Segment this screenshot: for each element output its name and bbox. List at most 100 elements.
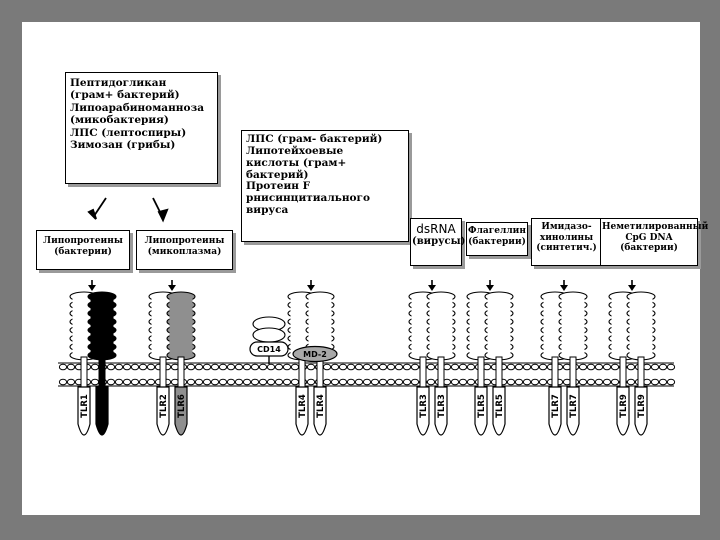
receptor-transmembrane [80, 356, 88, 390]
text-line: Неметилированный [602, 222, 709, 232]
text-line: хинолины [539, 232, 594, 243]
lipid-head [322, 363, 332, 371]
text-line: Пептидогликан [70, 77, 167, 89]
lipid-head [330, 378, 340, 386]
lipid-head [378, 378, 388, 386]
ligand-box-lipoprotein-bacteria: Липопротеины (бактерии) [36, 230, 130, 270]
text-line: (синтетич.) [536, 243, 597, 254]
lipid-head [122, 363, 132, 371]
lipid-head [58, 363, 68, 371]
arrow-head [307, 285, 315, 291]
receptor-tail [295, 386, 309, 436]
text-line: Флагеллин [468, 226, 526, 236]
receptor-label: TLR9 [637, 394, 647, 418]
lipid-head [226, 378, 236, 386]
lipid-head [218, 378, 228, 386]
lipid-head [346, 378, 356, 386]
receptor-transmembrane [477, 356, 485, 390]
lipid-head [114, 363, 124, 371]
lipid-head [338, 378, 348, 386]
lipid-head [586, 378, 596, 386]
receptor-label: TLR7 [569, 394, 579, 418]
receptor-core [90, 295, 114, 356]
text-line: CpG DNA [625, 232, 673, 243]
receptor-transmembrane [495, 356, 503, 390]
receptor-tail [313, 386, 327, 436]
lipid-head [394, 378, 404, 386]
receptor-transmembrane [569, 356, 577, 390]
receptor-core [169, 295, 193, 356]
receptor-core [429, 295, 453, 356]
lipid-head [258, 363, 268, 371]
lipid-head [258, 378, 268, 386]
lipid-head [186, 378, 196, 386]
lipid-head [146, 363, 156, 371]
lipid-head [506, 378, 516, 386]
lipid-head [466, 363, 476, 371]
receptor-tail [77, 386, 91, 436]
text-line: Липотейхоевые [246, 144, 344, 157]
md2-label: MD-2 [303, 350, 327, 359]
lipid-head [354, 363, 364, 371]
text-line: Липоарабиноманноза [70, 101, 204, 114]
lipid-head [378, 363, 388, 371]
lipid-head [250, 378, 260, 386]
lipid-head [202, 378, 212, 386]
lipid-head [306, 378, 316, 386]
receptor-label: TLR3 [437, 394, 447, 418]
receptor-tail [634, 386, 648, 436]
text-line: ЛПС (грам- бактерий) [246, 133, 383, 145]
lipid-head [450, 378, 460, 386]
lipid-head [122, 378, 132, 386]
lipid-head [578, 378, 588, 386]
lipid-head [410, 363, 420, 371]
arrow-head [486, 285, 494, 291]
receptor-core [561, 295, 585, 356]
lipid-head [386, 363, 396, 371]
receptor-label: TLR5 [477, 394, 487, 418]
text-line: бактерий) [246, 168, 309, 181]
text-line: (бактерии) [620, 243, 678, 254]
lipid-head [578, 363, 588, 371]
receptor-tail [492, 386, 506, 436]
ligand-box-lps: ЛПС (грам- бактерий) Липотейхоевые кисло… [241, 130, 409, 242]
receptor-label: TLR5 [495, 394, 505, 418]
arrow-head [560, 285, 568, 291]
receptor-core [629, 295, 653, 356]
lipid-head [146, 378, 156, 386]
cd14-repeat [252, 327, 286, 343]
lipid-head [610, 363, 620, 371]
cell-membrane [58, 362, 676, 387]
receptor-label: TLR7 [551, 394, 561, 418]
receptor-transmembrane [619, 356, 627, 390]
receptor-core [487, 295, 511, 356]
arrow-head [428, 285, 436, 291]
ligand-box-flagellin: Флагеллин (бактерии) [466, 222, 528, 256]
lipid-head [290, 378, 300, 386]
lipid-head [90, 363, 100, 371]
receptor-tail [95, 386, 109, 436]
lipid-head [266, 363, 276, 371]
receptor-tail [174, 386, 188, 436]
lipid-head [506, 363, 516, 371]
lipid-head [594, 378, 604, 386]
lipid-head [226, 363, 236, 371]
receptor-label: TLR1 [80, 394, 90, 418]
cd14-label: CD14 [257, 345, 281, 354]
arrow-head [88, 285, 96, 291]
text-line: Липопротеины [43, 236, 123, 246]
lipid-head [194, 378, 204, 386]
lipid-head [386, 378, 396, 386]
arrow-shaft [93, 197, 107, 217]
receptor-tail [474, 386, 488, 436]
text-line: (вирусы) [412, 236, 466, 248]
lipid-head [210, 378, 220, 386]
lipid-head [658, 378, 668, 386]
lipid-head [186, 363, 196, 371]
receptor-label: TLR4 [298, 394, 308, 418]
lipid-head [234, 378, 244, 386]
lipid-head [362, 363, 372, 371]
